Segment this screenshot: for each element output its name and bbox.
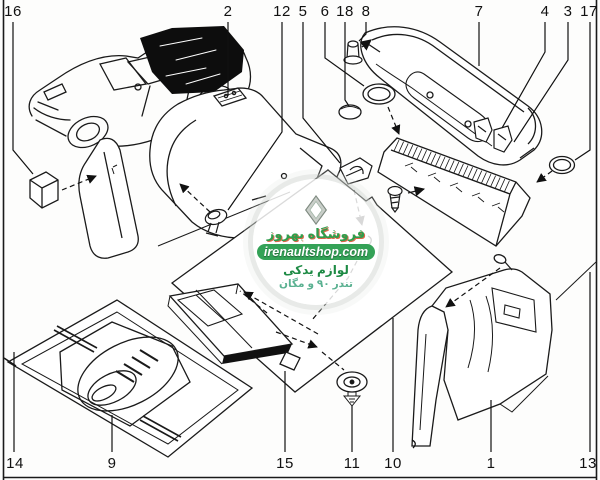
callout-11: 11 xyxy=(343,455,361,472)
part-15-storage-tray xyxy=(167,283,301,371)
callout-5: 5 xyxy=(298,3,308,20)
callout-15: 15 xyxy=(276,455,294,472)
part-c-pillar-trim xyxy=(78,137,139,259)
part-6-grommet xyxy=(362,83,396,105)
store-watermark: فروشگاه بهروز irenaultshop.com لوازم یدک… xyxy=(253,179,379,305)
screw-fastener xyxy=(387,185,426,213)
callout-leader-lines xyxy=(12,22,591,452)
callout-6: 6 xyxy=(320,3,330,20)
renault-diamond-icon xyxy=(304,194,328,225)
part-9-spare-wheel-cover xyxy=(3,299,254,458)
part-3-rear-sill-trim xyxy=(377,137,531,247)
callout-13: 13 xyxy=(579,455,597,472)
callout-7: 7 xyxy=(474,3,484,20)
part-8-stud-pin xyxy=(343,39,372,65)
callout-12: 12 xyxy=(273,3,291,20)
part-5-hook-clip xyxy=(339,157,373,185)
car-illustration xyxy=(28,26,252,149)
callout-16: 16 xyxy=(4,3,22,20)
watermark-store-name: فروشگاه بهروز xyxy=(266,225,366,241)
watermark-website: irenaultshop.com xyxy=(256,243,376,260)
callout-14: 14 xyxy=(6,455,24,472)
part-1-right-side-trim xyxy=(411,254,597,447)
callout-10: 10 xyxy=(384,455,402,472)
part-11-push-rivet xyxy=(336,371,368,407)
part-18-cap xyxy=(338,104,362,120)
part-16-blanking-box xyxy=(29,171,59,209)
callout-1: 1 xyxy=(486,455,496,472)
part-17-grommet xyxy=(548,155,576,175)
callout-4: 4 xyxy=(540,3,550,20)
part-4-clips xyxy=(473,117,513,153)
callout-9: 9 xyxy=(107,455,117,472)
callout-2: 2 xyxy=(223,3,233,20)
part-12-push-pin xyxy=(204,208,228,237)
watermark-tagline-1: لوازم یدکی xyxy=(283,262,349,277)
callout-8: 8 xyxy=(361,3,371,20)
callout-17: 17 xyxy=(580,3,598,20)
callout-18: 18 xyxy=(336,3,354,20)
callout-3: 3 xyxy=(563,3,573,20)
car-trunk-blackout xyxy=(140,26,244,94)
watermark-tagline-2: تندر ۹۰ و مگان xyxy=(279,277,353,290)
